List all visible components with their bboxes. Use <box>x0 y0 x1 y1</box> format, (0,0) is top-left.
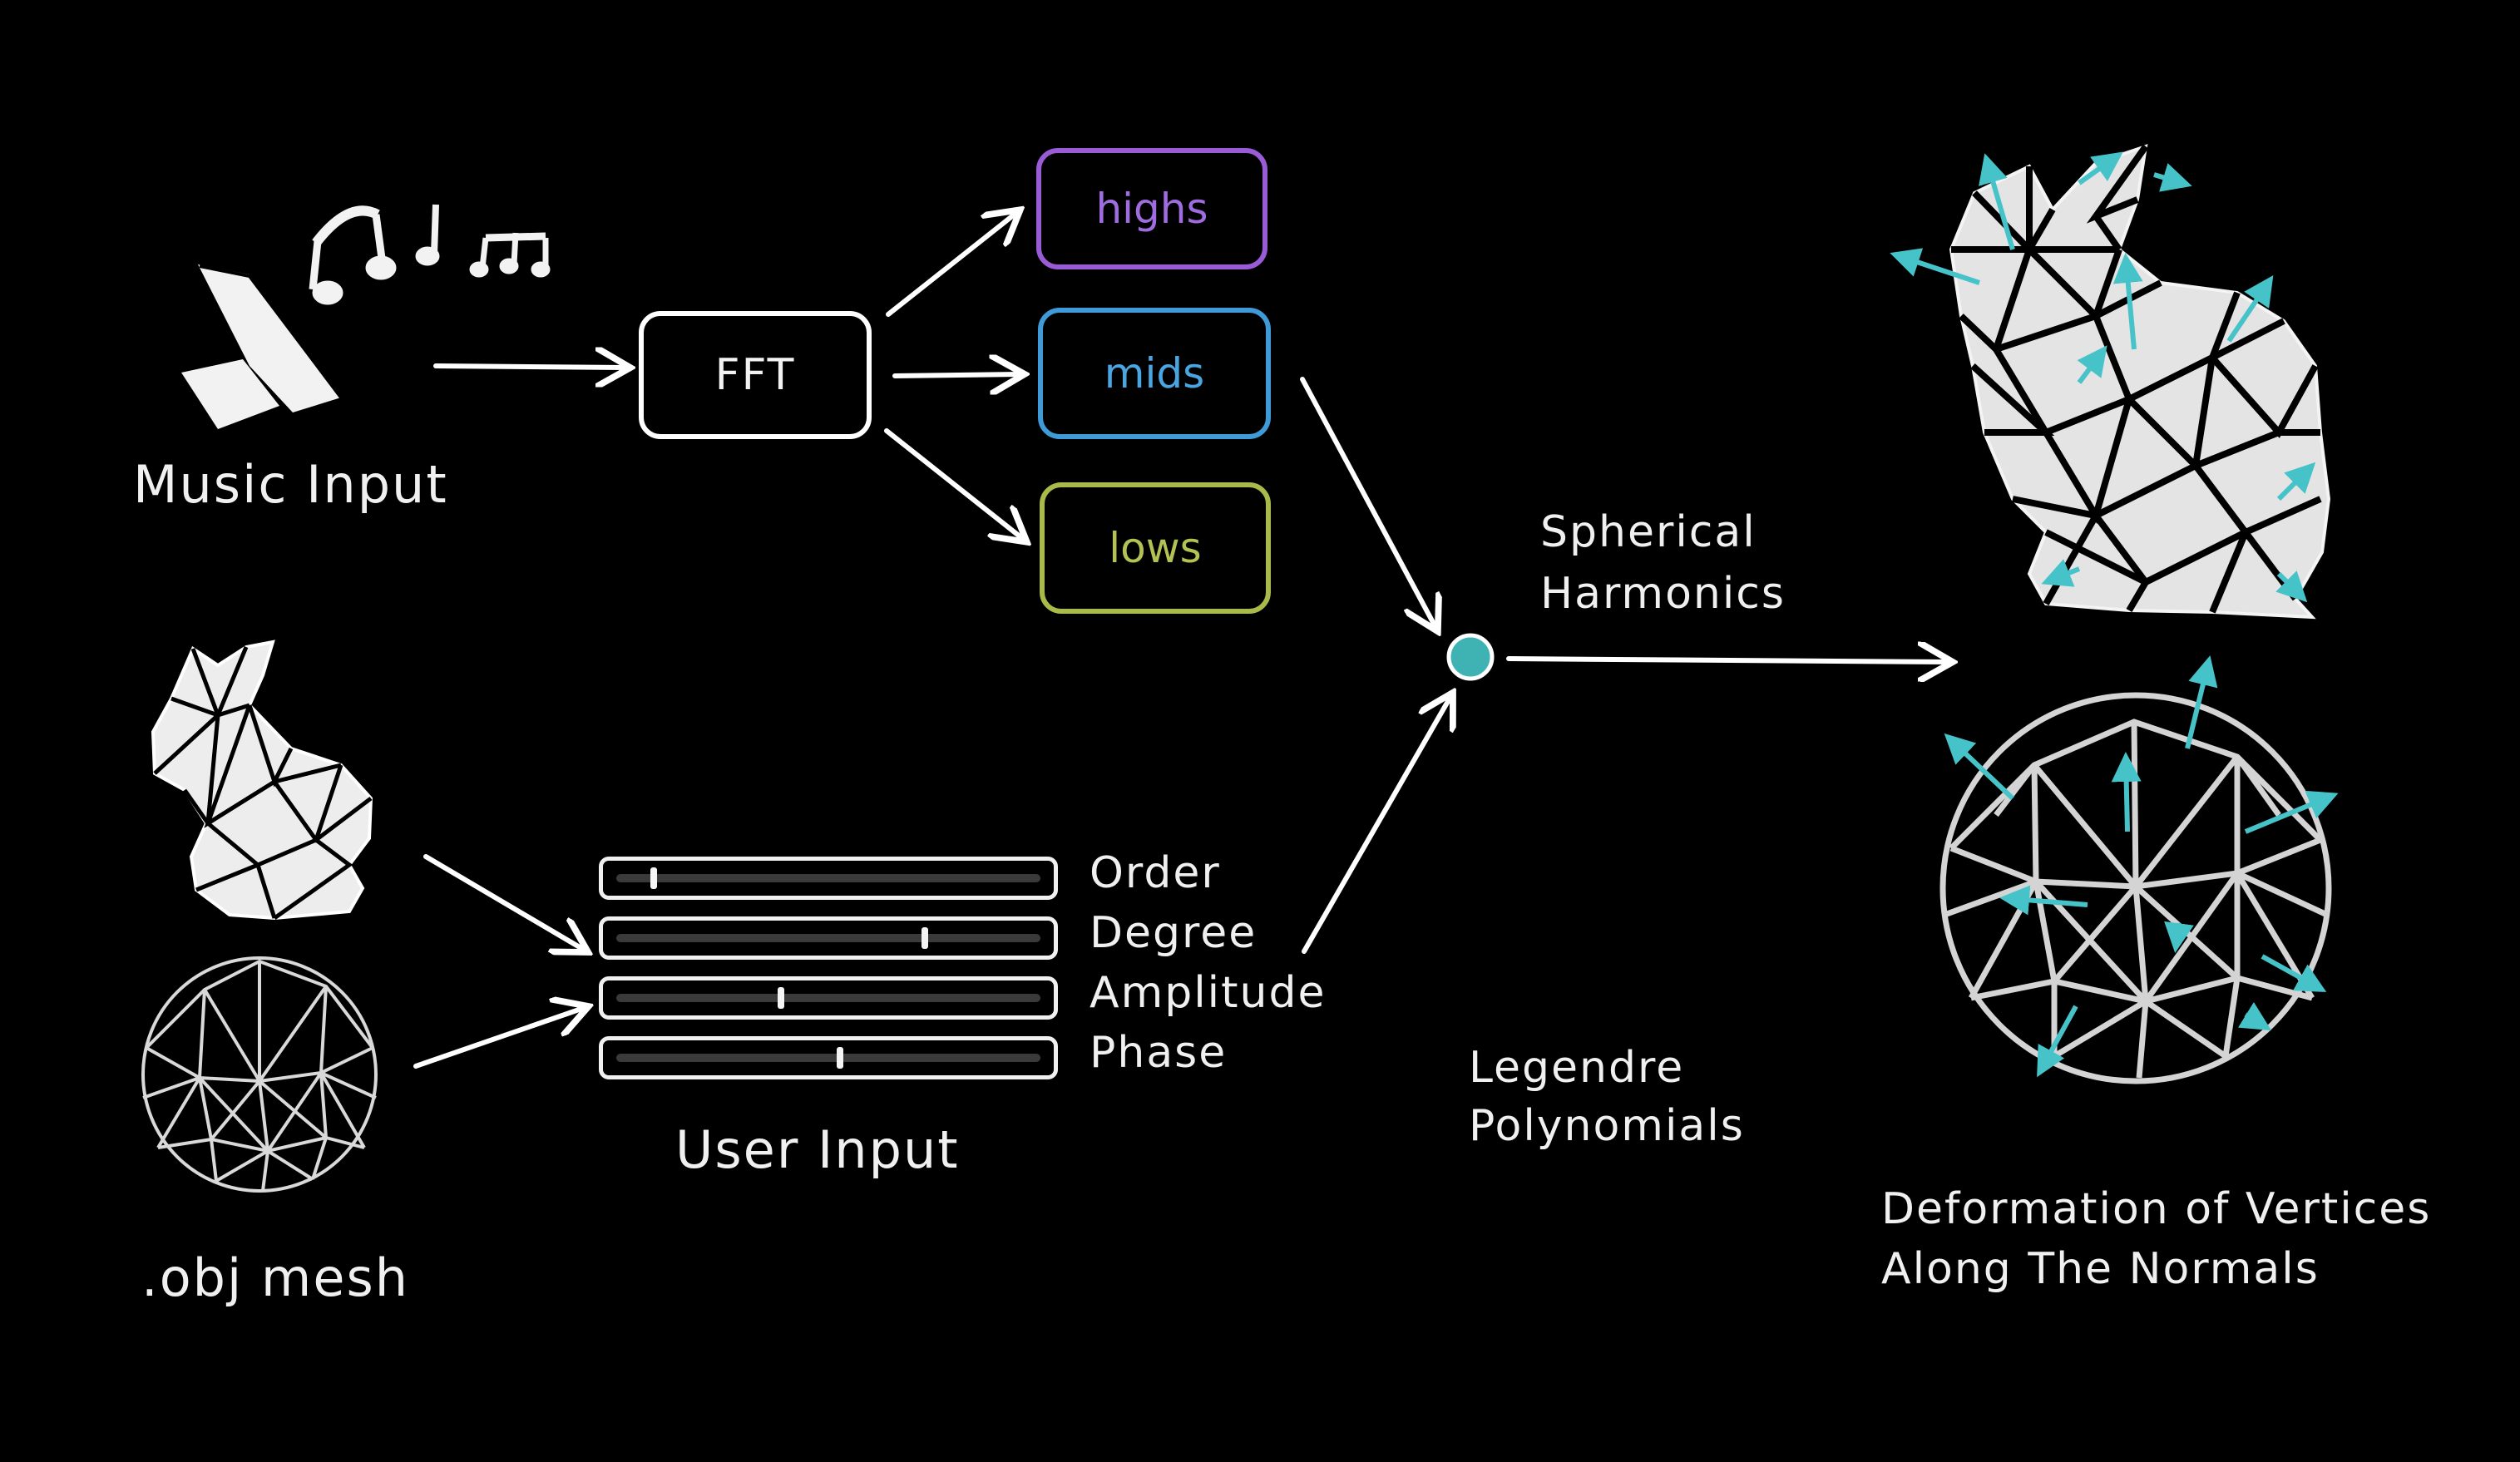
mids-label: mids <box>1104 349 1205 398</box>
slider-thumb[interactable] <box>777 987 784 1009</box>
fft-box: FFT <box>639 311 872 439</box>
lows-label: lows <box>1109 524 1202 572</box>
slider-order[interactable] <box>599 857 1058 900</box>
output-label-line1: Deformation of Vertices <box>1881 1184 2432 1234</box>
slider-thumb[interactable] <box>650 867 657 889</box>
spherical-harmonics-line2: Harmonics <box>1540 569 1786 619</box>
slider-phase[interactable] <box>599 1036 1058 1079</box>
legendre-line1: Legendre <box>1469 1043 1685 1093</box>
slider-label-degree: Degree <box>1090 908 1258 958</box>
slider-track <box>616 1054 1040 1062</box>
slider-degree[interactable] <box>599 916 1058 960</box>
arrow-bunny-to-sliders <box>423 854 584 950</box>
slider-track <box>616 934 1040 942</box>
sphere-mesh-large <box>1939 655 2339 1084</box>
arrow-fft-to-mids <box>892 374 1020 376</box>
slider-label-phase: Phase <box>1090 1028 1228 1078</box>
slider-thumb[interactable] <box>922 927 929 949</box>
slider-label-amplitude: Amplitude <box>1090 968 1327 1018</box>
arrow-node-to-output <box>1506 659 1948 662</box>
legendre-line2: Polynomials <box>1469 1101 1745 1151</box>
arrow-sliders-to-node <box>1302 697 1450 954</box>
highs-box: highs <box>1036 148 1267 269</box>
slider-track <box>616 874 1040 882</box>
arrow-fft-to-highs <box>886 213 1016 317</box>
fft-label: FFT <box>714 350 796 400</box>
bunny-mesh-icon <box>151 640 373 921</box>
obj-mesh-label: .obj mesh <box>141 1247 410 1308</box>
highs-label: highs <box>1095 185 1208 233</box>
music-notes-icon <box>309 204 551 305</box>
arrow-fft-to-lows <box>884 428 1023 539</box>
junction-node <box>1446 633 1495 681</box>
user-input-label: User Input <box>675 1119 960 1180</box>
arrow-mids-to-node <box>1300 377 1435 627</box>
music-input-label: Music Input <box>133 454 448 515</box>
slider-label-order: Order <box>1090 848 1221 898</box>
slider-thumb[interactable] <box>837 1047 844 1069</box>
lows-box: lows <box>1040 482 1271 614</box>
slider-amplitude[interactable] <box>599 976 1058 1020</box>
speaker-icon <box>181 264 343 429</box>
mids-box: mids <box>1038 308 1271 439</box>
flow-arrows <box>413 213 1948 1069</box>
sphere-mesh-icon <box>141 956 378 1193</box>
output-label-line2: Along The Normals <box>1881 1244 2320 1294</box>
bunny-mesh-large <box>1890 144 2331 620</box>
arrow-music-to-fft <box>433 366 625 368</box>
spherical-harmonics-line1: Spherical <box>1540 507 1757 557</box>
slider-track <box>616 994 1040 1002</box>
arrow-sphere-to-sliders <box>413 1008 584 1069</box>
